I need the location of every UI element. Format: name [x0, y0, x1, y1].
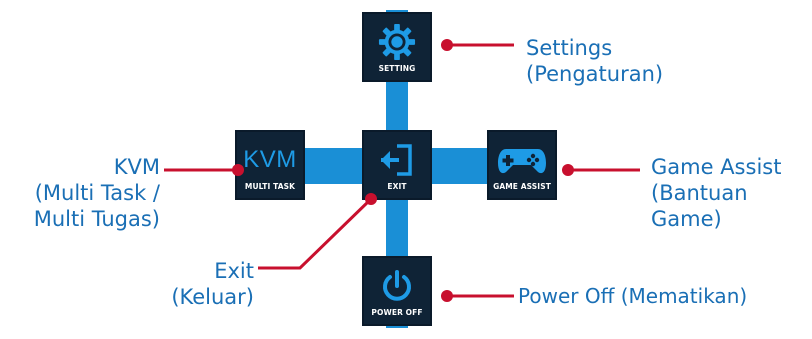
setting-tile[interactable]: SETTING [362, 12, 432, 82]
exit-caption: EXIT [387, 182, 407, 191]
power-off-caption: POWER OFF [371, 308, 423, 317]
power-off-tile[interactable]: POWER OFF [362, 256, 432, 326]
kvm-callout-subtitle-2: Multi Tugas) [33, 207, 160, 231]
exit-callout-title: Exit [214, 259, 254, 283]
settings-callout: Settings (Pengaturan) [526, 35, 663, 87]
power-off-callout: Power Off (Mematikan) [518, 283, 747, 309]
kvm-callout-title: KVM [113, 155, 160, 179]
settings-dot [441, 39, 453, 51]
setting-caption: SETTING [378, 64, 416, 73]
exit-tile[interactable]: EXIT [362, 130, 432, 200]
exit-callout-subtitle: (Keluar) [171, 285, 254, 309]
game-assist-callout-subtitle-1: (Bantuan [651, 181, 748, 205]
exit-dot [365, 193, 377, 205]
kvm-tile[interactable]: KVM MULTI TASK [235, 130, 305, 200]
game-assist-caption: GAME ASSIST [493, 182, 551, 191]
game-assist-dot [562, 164, 574, 176]
kvm-callout-subtitle-1: (Multi Task / [34, 181, 160, 205]
gear-icon [364, 22, 430, 62]
power-icon [364, 266, 430, 306]
kvm-icon-text: KVM [243, 146, 297, 173]
kvm-dot [232, 164, 244, 176]
exit-leader [258, 197, 373, 270]
kvm-callout: KVM (Multi Task / Multi Tugas) [2, 154, 160, 232]
game-assist-callout-title: Game Assist [651, 155, 782, 179]
kvm-caption: MULTI TASK [244, 182, 296, 191]
exit-callout: Exit (Keluar) [150, 258, 254, 310]
gamepad-icon [489, 140, 555, 180]
power-off-dot [441, 290, 453, 302]
kvm-icon: KVM [237, 140, 303, 180]
game-assist-tile[interactable]: GAME ASSIST [487, 130, 557, 200]
exit-icon [364, 140, 430, 180]
game-assist-callout: Game Assist (Bantuan Game) [651, 154, 781, 232]
settings-callout-title: Settings [526, 36, 613, 60]
game-assist-callout-subtitle-2: Game) [651, 207, 722, 231]
settings-callout-subtitle: (Pengaturan) [526, 62, 664, 86]
power-off-callout-title: Power Off (Mematikan) [518, 284, 748, 308]
